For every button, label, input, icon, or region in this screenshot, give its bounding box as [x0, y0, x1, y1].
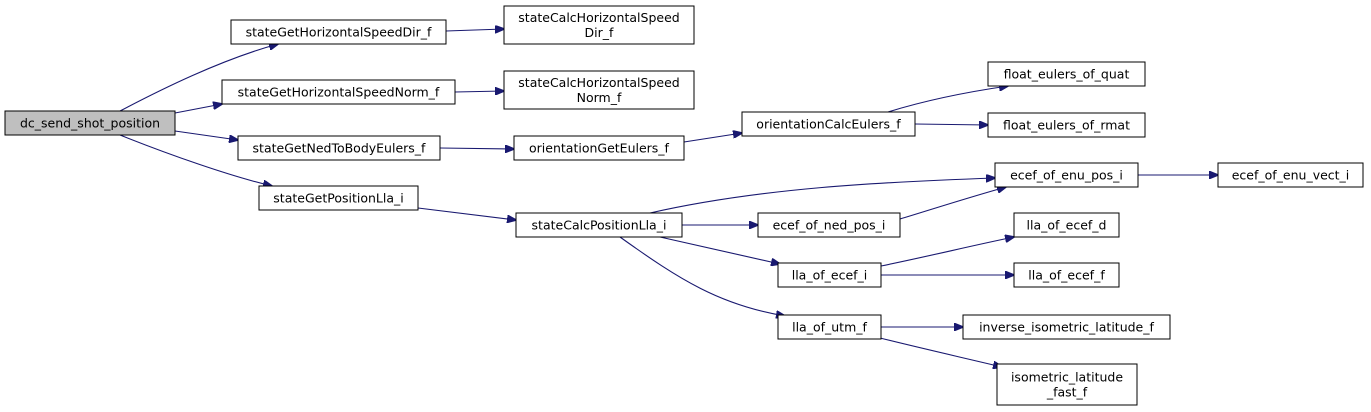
node-calc-lla[interactable]: stateCalcPositionLla_i: [515, 212, 683, 238]
node-box: [962, 314, 1171, 340]
node-label: _fast_f: [1046, 385, 1088, 400]
node-label: stateCalcPositionLla_i: [532, 218, 667, 233]
edge-root-to-hsd: [119, 44, 278, 112]
node-label: ecef_of_enu_vect_i: [1232, 168, 1350, 183]
node-box: [221, 79, 456, 105]
node-label: stateGetPositionLla_i: [273, 191, 403, 206]
node-box: [258, 185, 419, 211]
node-box: [996, 363, 1138, 406]
edge-root-to-pos_lla: [119, 134, 272, 186]
nodes-layer: dc_send_shot_position stateGetHorizontalS…: [4, 5, 1364, 406]
node-label: Norm_f: [577, 90, 622, 105]
node-iso-fast[interactable]: isometric_latitude_fast_f: [996, 363, 1138, 406]
node-label: lla_of_utm_f: [792, 320, 867, 335]
node-lla-f[interactable]: lla_of_ecef_f: [1013, 262, 1120, 288]
edge-root-to-hsn: [174, 104, 222, 114]
node-label: Dir_f: [585, 25, 614, 40]
edge-calc_lla-to-ecef_enu: [649, 178, 995, 214]
node-label: dc_send_shot_position: [20, 116, 160, 131]
node-label: ecef_of_enu_pos_i: [1010, 168, 1123, 183]
edge-or_calc_eul-to-fer: [914, 124, 988, 125]
edge-hsn-to-calc_hsn: [454, 91, 504, 92]
node-box: [230, 19, 447, 45]
node-lla-d[interactable]: lla_of_ecef_d: [1013, 212, 1120, 238]
node-label: orientationGetEulers_f: [529, 141, 670, 156]
node-label: ecef_of_ned_pos_i: [773, 218, 886, 233]
node-label: lla_of_ecef_f: [1028, 268, 1105, 283]
edge-ned_eul-to-or_get_eul: [439, 148, 514, 149]
node-lla-utm[interactable]: lla_of_utm_f: [777, 314, 882, 340]
node-label: inverse_isometric_latitude_f: [979, 320, 1154, 335]
edge-ecef_ned-to-ecef_enu: [899, 187, 1006, 220]
node-label: lla_of_ecef_d: [1027, 218, 1107, 233]
node-box: [777, 314, 882, 340]
node-ecef-ned[interactable]: ecef_of_ned_pos_i: [757, 212, 901, 238]
edge-or_calc_eul-to-feq: [887, 86, 1008, 113]
node-box: [513, 135, 685, 161]
node-box: [777, 262, 882, 288]
node-ecef-enu[interactable]: ecef_of_enu_pos_i: [994, 162, 1139, 188]
node-box: [1217, 162, 1364, 188]
node-label: orientationCalcEulers_f: [756, 117, 901, 132]
node-box: [503, 5, 695, 45]
node-or-get-eul[interactable]: orientationGetEulers_f: [513, 135, 685, 161]
node-lla-i[interactable]: lla_of_ecef_i: [777, 262, 882, 288]
node-box: [757, 212, 901, 238]
edge-hsd-to-calc_hsd: [445, 29, 504, 31]
edge-calc_lla-to-lla_i: [659, 236, 780, 264]
node-box: [1013, 262, 1120, 288]
edge-root-to-ned_eul: [174, 130, 238, 140]
node-ned-eul[interactable]: stateGetNedToBodyEulers_f: [237, 135, 441, 161]
node-box: [1013, 212, 1120, 238]
edge-or_get_eul-to-or_calc_eul: [683, 133, 742, 143]
edges-layer: [119, 29, 1218, 367]
edge-pos_lla-to-calc_lla: [417, 207, 516, 220]
node-box: [994, 162, 1139, 188]
node-label: stateCalcHorizontalSpeed: [518, 75, 679, 90]
node-label: float_eulers_of_rmat: [1003, 118, 1130, 133]
node-label: stateGetHorizontalSpeedNorm_f: [238, 85, 440, 100]
node-label: stateCalcHorizontalSpeed: [518, 10, 679, 25]
node-label: float_eulers_of_quat: [1004, 67, 1130, 82]
node-pos-lla[interactable]: stateGetPositionLla_i: [258, 185, 419, 211]
node-label: lla_of_ecef_i: [792, 268, 868, 283]
node-inv-iso[interactable]: inverse_isometric_latitude_f: [962, 314, 1171, 340]
node-box: [237, 135, 441, 161]
edge-lla_i-to-lla_d: [880, 237, 1014, 267]
node-ecef-enu-v[interactable]: ecef_of_enu_vect_i: [1217, 162, 1364, 188]
node-or-calc-eul[interactable]: orientationCalcEulers_f: [741, 111, 916, 137]
node-box: [987, 61, 1146, 87]
node-label: stateGetHorizontalSpeedDir_f: [246, 25, 432, 40]
node-box: [4, 110, 176, 136]
node-root[interactable]: dc_send_shot_position: [4, 110, 176, 136]
node-label: stateGetNedToBodyEulers_f: [253, 141, 427, 156]
edge-calc_lla-to-lla_utm: [619, 236, 785, 316]
node-box: [987, 112, 1146, 138]
node-box: [503, 70, 695, 110]
edge-lla_utm-to-iso_fast: [879, 337, 1002, 367]
node-hsd[interactable]: stateGetHorizontalSpeedDir_f: [230, 19, 447, 45]
node-label: isometric_latitude: [1011, 370, 1123, 385]
node-feq[interactable]: float_eulers_of_quat: [987, 61, 1146, 87]
node-fer[interactable]: float_eulers_of_rmat: [987, 112, 1146, 138]
node-box: [741, 111, 916, 137]
node-box: [515, 212, 683, 238]
node-hsn[interactable]: stateGetHorizontalSpeedNorm_f: [221, 79, 456, 105]
